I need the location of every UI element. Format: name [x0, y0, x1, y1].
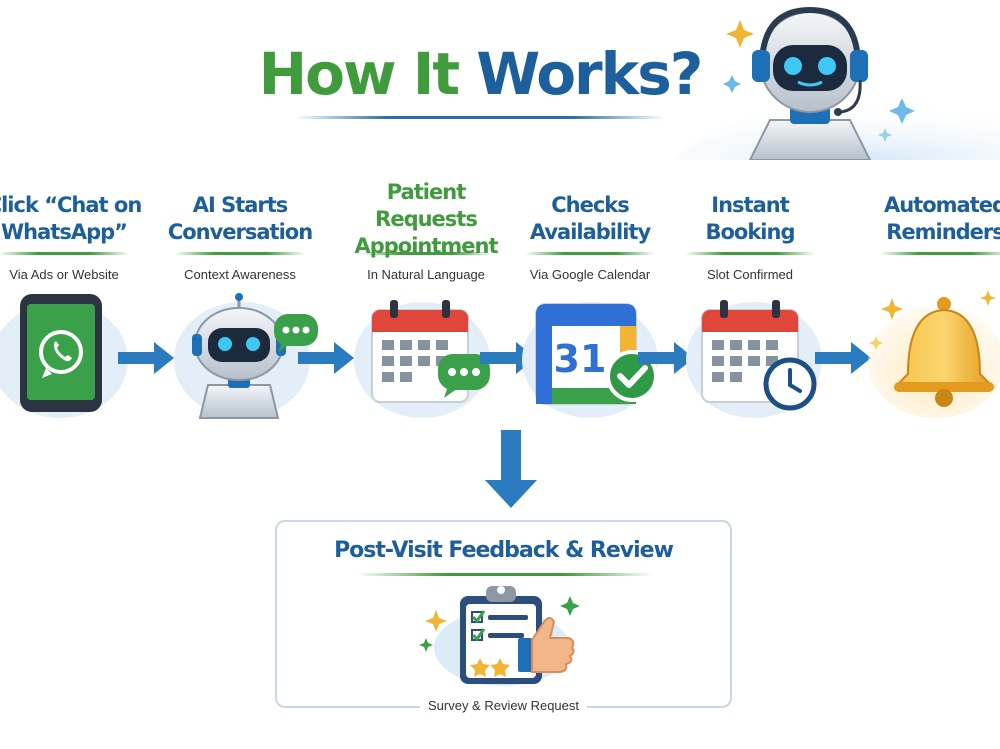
step-click-chat: Click “Chat on WhatsApp” Via Ads or Webs… [0, 190, 144, 282]
step-subtitle: Via Ads or Website [9, 267, 119, 282]
step-title: AI Starts Conversation [167, 193, 313, 244]
step-subtitle: Via Google Calendar [529, 267, 651, 282]
calendar-number: 31 [554, 337, 607, 381]
step-title: Checks Availability [529, 193, 651, 244]
step-underline [685, 252, 815, 255]
step-ai-starts: AI Starts Conversation Context Awareness [160, 190, 320, 282]
step-title: Patient Requests Appointment [354, 179, 498, 258]
calendar-clock-icon [686, 300, 822, 418]
robot-chat-icon [174, 293, 318, 419]
arrow-right-icon [118, 342, 174, 374]
step-title: Automated Reminders [883, 193, 1000, 244]
feedback-subtitle: Survey & Review Request [277, 698, 730, 713]
feedback-card: Post-Visit Feedback & Review Survey & Re… [275, 520, 732, 713]
title-part-2: Works? [476, 40, 703, 108]
feedback-title: Post-Visit Feedback & Review [334, 538, 674, 563]
page-title: How It Works? [240, 28, 720, 128]
title-text: How It Works? [240, 28, 720, 120]
arrow-right-icon [298, 342, 354, 374]
step-subtitle: In Natural Language [367, 267, 485, 282]
step-underline [880, 252, 1000, 255]
feedback-subtitle-text: Survey & Review Request [419, 698, 587, 713]
step-checks-availability: Checks Availability Via Google Calendar [510, 190, 670, 282]
google-calendar-check-icon: 31 [522, 302, 658, 418]
step-title: Click “Chat on WhatsApp” [0, 193, 142, 244]
arrow-right-icon [638, 342, 694, 374]
step-instant-booking: Instant Booking Slot Confirmed [670, 190, 830, 282]
title-underline [295, 116, 665, 119]
clipboard-thumbs-up-icon [419, 586, 580, 686]
step-subtitle: Slot Confirmed [707, 267, 793, 282]
feedback-underline [357, 573, 652, 576]
step-title: Instant Booking [705, 193, 795, 244]
step-subtitle: Context Awareness [184, 267, 296, 282]
calendar-chat-icon [354, 300, 490, 418]
bell-icon [868, 290, 1000, 418]
whatsapp-phone-icon [0, 294, 128, 418]
headset-robot-icon [670, 6, 1000, 160]
step-patient-requests: Patient Requests Appointment In Natural … [346, 179, 506, 283]
arrow-right-icon [480, 342, 536, 374]
step-underline [175, 252, 305, 255]
arrow-right-icon [815, 342, 871, 374]
step-underline [0, 252, 129, 255]
step-underline [361, 252, 491, 255]
step-underline [525, 252, 655, 255]
title-part-1: How It [258, 40, 460, 108]
step-automated-reminders: Automated Reminders [865, 190, 1000, 267]
arrow-down-icon [485, 430, 537, 508]
